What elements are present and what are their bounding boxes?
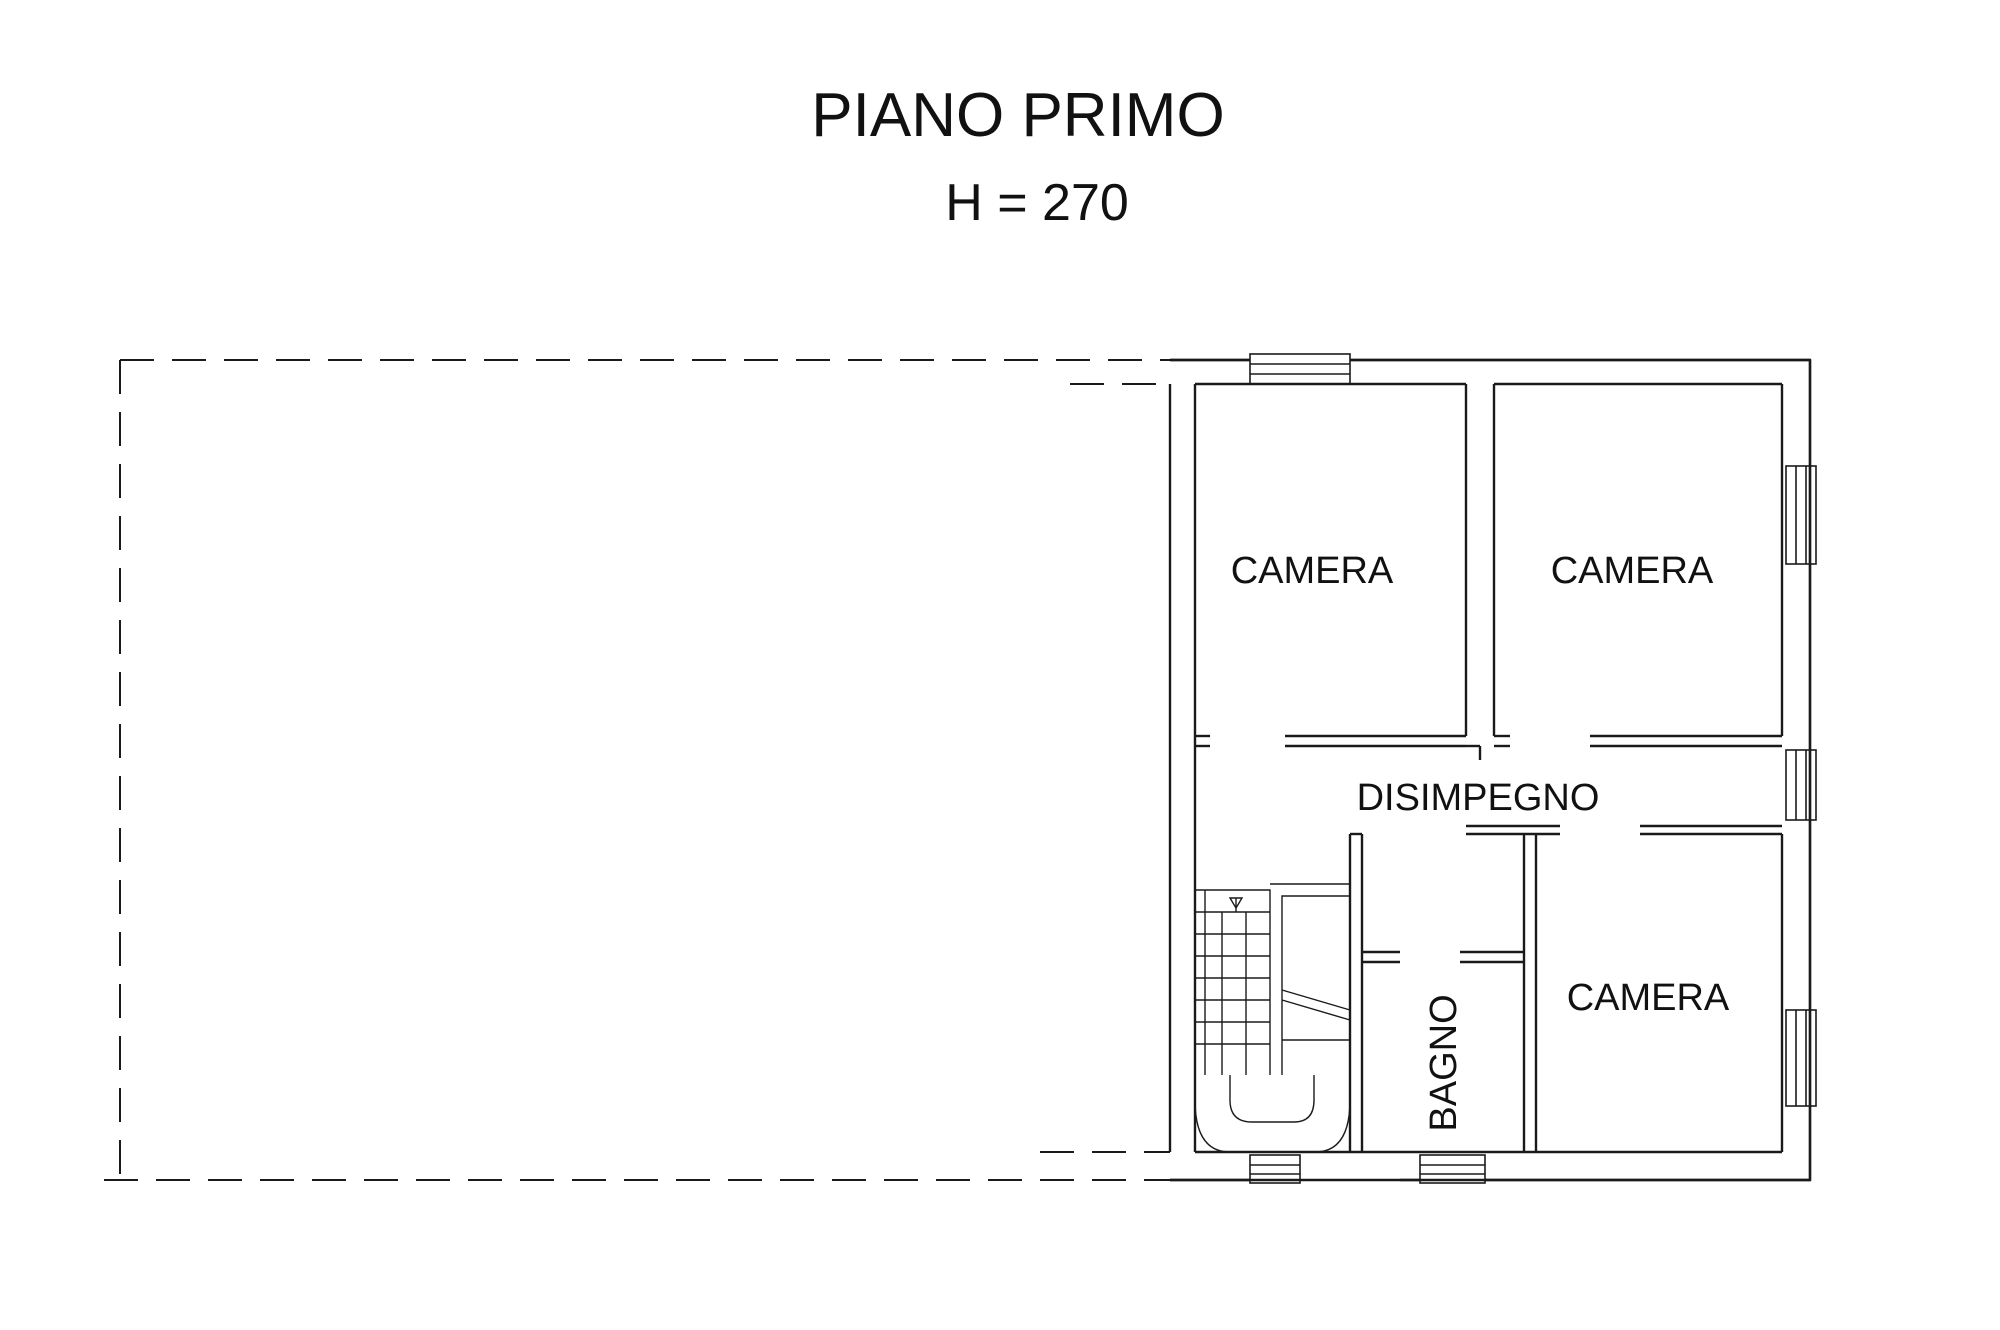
adjacent-area-outline <box>104 359 1170 1181</box>
staircase <box>1194 883 1351 1153</box>
window-bottom-stair <box>1249 1154 1301 1184</box>
window-right-upper <box>1785 465 1817 565</box>
window-bottom-bath <box>1419 1154 1486 1184</box>
plan-height-label: H = 270 <box>945 174 1129 232</box>
window-right-middle <box>1785 749 1817 821</box>
room-label-camera-top-right: CAMERA <box>1551 550 1714 592</box>
room-label-camera-top-left: CAMERA <box>1231 550 1394 592</box>
plan-title: PIANO PRIMO <box>811 81 1224 150</box>
room-label-bagno: BAGNO <box>1423 994 1465 1131</box>
interior-walls <box>1193 382 1784 1154</box>
window-right-lower <box>1785 1009 1817 1107</box>
room-label-camera-bottom: CAMERA <box>1567 977 1730 1019</box>
room-label-disimpegno: DISIMPEGNO <box>1357 777 1600 819</box>
window-top <box>1249 353 1351 385</box>
exterior-walls <box>1168 358 1812 1182</box>
